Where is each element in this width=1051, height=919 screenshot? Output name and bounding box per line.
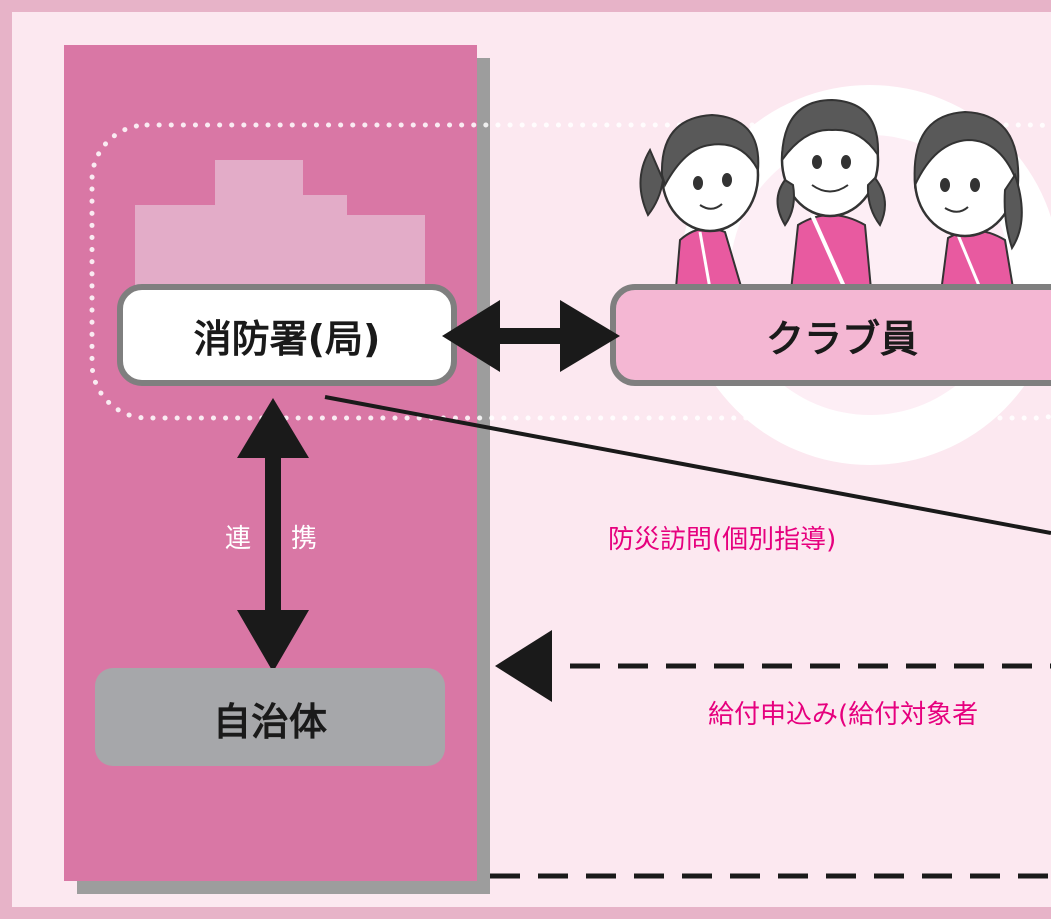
arrow-head-right [560, 300, 620, 372]
arrow-fire-station-club [442, 300, 620, 372]
arrow-head-down [237, 610, 309, 672]
node-club-members: クラブ員 [610, 284, 1051, 386]
fire-station-label: 消防署(局) [194, 317, 381, 361]
node-fire-station: 消防署(局) [117, 284, 457, 386]
node-municipality: 自治体 [95, 668, 445, 766]
building-icon [135, 160, 425, 290]
municipality-label: 自治体 [213, 700, 327, 744]
arrow-head-left [442, 300, 500, 372]
disaster-visit-line [324, 395, 1051, 535]
municipality-box [95, 668, 445, 766]
club-members-label: クラブ員 [766, 317, 918, 361]
club-member-1 [639, 113, 760, 301]
club-member-3 [913, 110, 1023, 301]
benefit-application-label: 給付申込み(給付対象者 [708, 700, 978, 730]
club-member-2 [776, 98, 886, 301]
cooperation-char-1: 連 [225, 524, 251, 554]
arrow-head-up [237, 398, 309, 458]
benefit-application-arrow [495, 630, 1051, 702]
cooperation-char-2: 携 [291, 524, 317, 554]
club-members-illustration [639, 98, 1023, 301]
dashed-arrow-head-left [495, 630, 552, 702]
dotted-group-outline [89, 122, 1051, 421]
arrow-cooperation [237, 398, 309, 672]
disaster-visit-label: 防災訪問(個別指導) [608, 525, 836, 555]
